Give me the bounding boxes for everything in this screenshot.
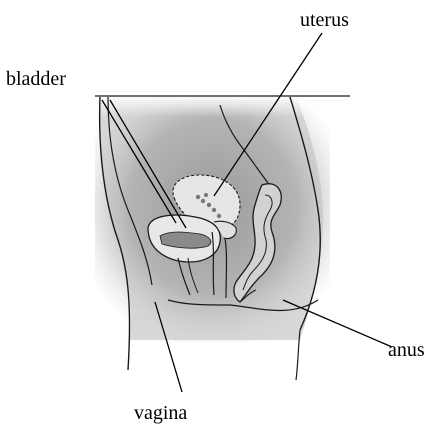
label-bladder: bladder — [6, 68, 66, 90]
bladder-lumen — [160, 232, 211, 248]
label-anus: anus — [388, 339, 425, 361]
top-fade — [95, 97, 330, 177]
label-vagina: vagina — [134, 402, 187, 424]
label-uterus: uterus — [300, 9, 349, 31]
